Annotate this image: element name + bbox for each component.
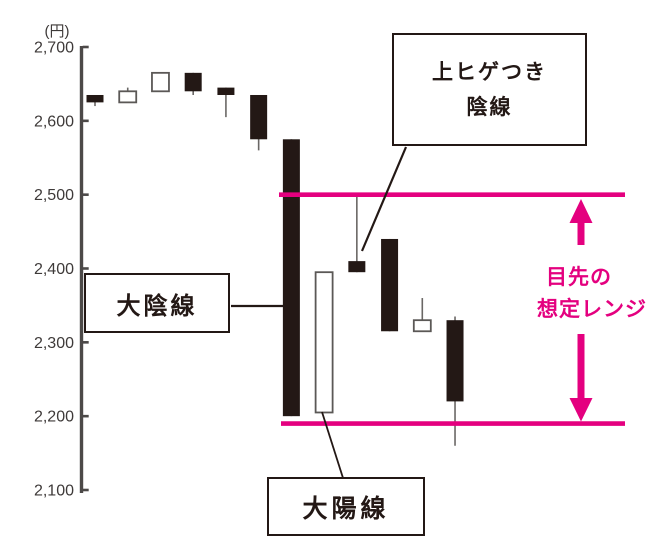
y-axis-tick-label: 2,600 [34,113,74,130]
callout-big-bearish-label: 大陰線 [116,292,198,320]
bearish-candle-body [348,261,366,273]
candle-2 [118,87,138,104]
bearish-candle-body [86,94,104,103]
callout-line-upper-shadow [360,146,408,252]
callout-big-bullish: 大陽線 [267,477,425,536]
candle-10 [381,238,399,332]
candle-3 [151,71,170,93]
candle-12 [446,316,464,446]
range-up-arrow [569,199,593,245]
callout-big-bullish-label: 大陽線 [302,494,390,523]
upper-shadow-bearish-candle [348,194,366,273]
candle-5 [217,87,235,118]
y-axis-tick-label: 2,100 [34,483,74,500]
bullish-candle-body [314,271,334,414]
bearish-candle-body [446,320,464,402]
range-label-line2: 想定レンジ [537,298,647,321]
bullish-candle-body [412,319,432,333]
bullish-candle-body [151,71,170,93]
bearish-candle-body [184,72,202,92]
y-axis-tick-label: 2,400 [34,261,74,278]
y-axis-tick-label: 2,700 [34,40,74,57]
bearish-candle-body [250,94,268,140]
y-axis: 2,700 2,600 2,500 2,400 2,300 2,200 2,100 [34,40,89,500]
candle-1 [86,94,104,107]
bearish-candle-body [381,238,399,332]
callout-big-bearish: 大陰線 [84,273,230,333]
big-bearish-candle [282,139,300,417]
big-bullish-candle [314,271,334,414]
callout-upper-shadow-line2: 陰線 [466,95,513,119]
candlestick-series [86,71,464,446]
bullish-candle-body [118,90,138,104]
candle-6 [250,94,268,151]
candle-11 [412,298,432,333]
callout-line-big-bullish [321,411,344,479]
y-axis-unit-label: (円) [44,23,70,40]
range-down-arrow [569,334,593,422]
bearish-candle-body [282,139,300,417]
y-axis-tick-label: 2,200 [34,409,74,426]
range-label-line1: 目先の [546,266,612,289]
callout-upper-shadow-line1: 上ヒゲつき [432,60,547,84]
y-axis-tick-label: 2,300 [34,335,74,352]
bearish-candle-body [217,87,235,95]
callout-upper-shadow-bearish: 上ヒゲつき 陰線 [392,33,587,146]
y-axis-tick-label: 2,500 [34,187,74,204]
candle-4 [184,72,202,95]
